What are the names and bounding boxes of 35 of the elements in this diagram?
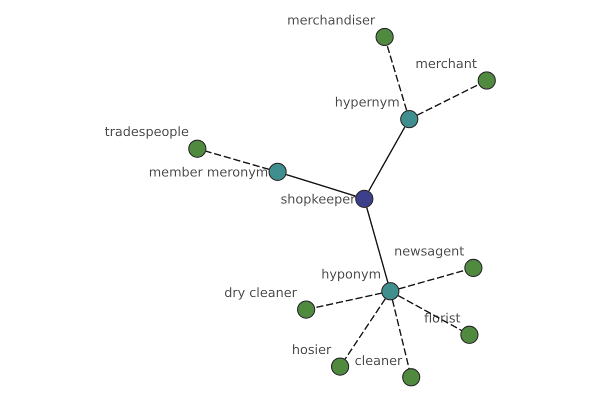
node-label: cleaner — [354, 354, 402, 369]
node-circle — [375, 28, 394, 46]
connector — [314, 292, 382, 308]
node-circle — [460, 326, 479, 344]
connector — [286, 174, 356, 197]
node-label: member meronym — [148, 165, 268, 180]
connector — [386, 45, 408, 111]
connector — [416, 84, 480, 116]
node-label: merchant — [415, 56, 477, 72]
node-label: newsagent — [394, 244, 464, 260]
node-circle — [268, 162, 287, 181]
node-circle — [464, 258, 482, 278]
node-label: dry cleaner — [224, 286, 297, 302]
connector — [205, 150, 270, 170]
node-label: merchandiser — [287, 13, 376, 28]
node-circle — [402, 368, 420, 386]
node-label: shopkeeper — [280, 192, 356, 208]
connector — [344, 298, 386, 360]
node-circle — [330, 357, 350, 376]
connector — [368, 126, 406, 192]
node-label: hosier — [292, 343, 332, 358]
connector — [392, 300, 410, 369]
connector — [398, 294, 462, 332]
connector — [366, 207, 389, 284]
node-circle — [478, 71, 496, 90]
node-circle — [381, 282, 400, 300]
node-label: tradespeople — [104, 125, 189, 140]
node-circle — [188, 140, 206, 158]
node-circle — [400, 110, 418, 128]
connector — [398, 270, 466, 290]
node-label: hyponym — [321, 268, 382, 283]
node-circle — [297, 300, 316, 319]
node-circle — [355, 190, 374, 208]
node-label: hypernym — [334, 96, 400, 111]
node-label: florist — [424, 311, 461, 326]
